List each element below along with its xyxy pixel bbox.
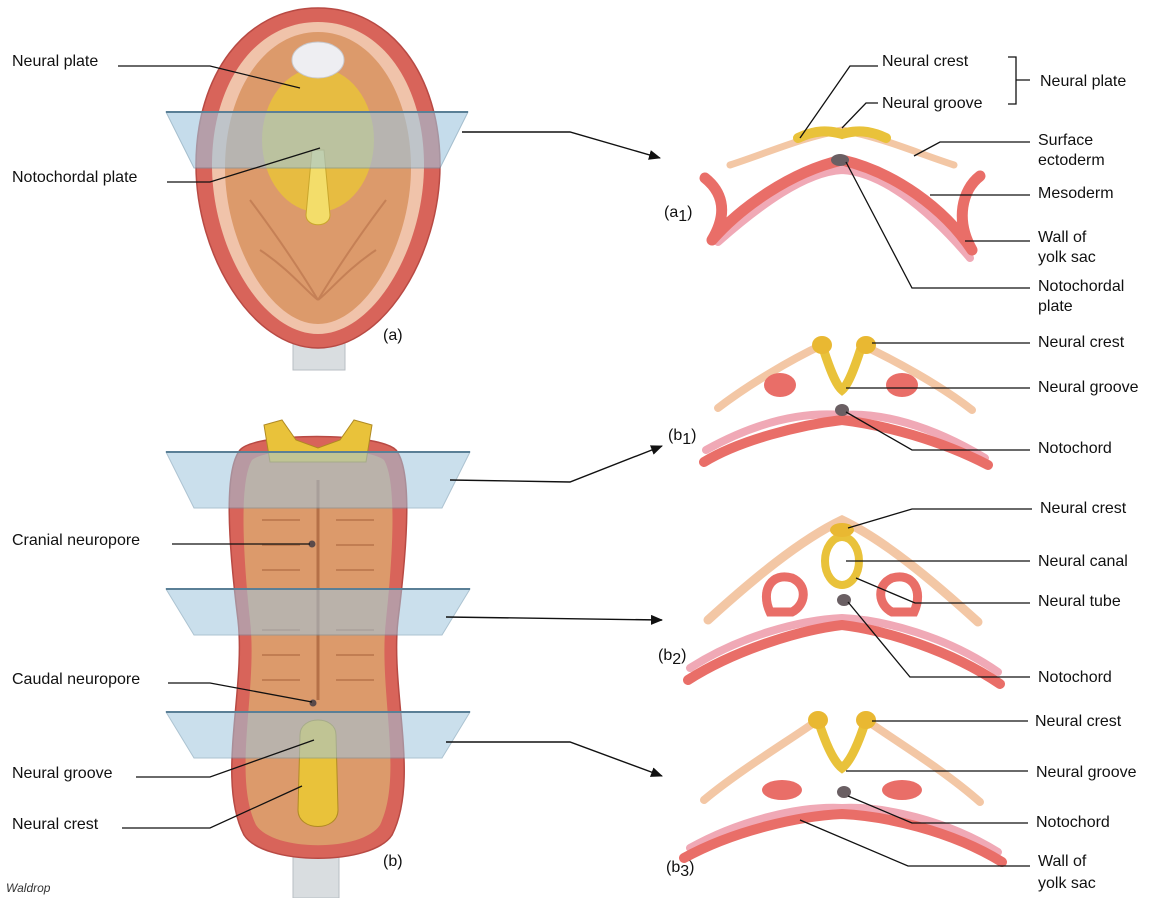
section-plane-b2 xyxy=(166,589,470,635)
embryo-b xyxy=(166,420,470,898)
a1-yolk-wall xyxy=(718,170,970,258)
embryo-a xyxy=(166,8,468,370)
b2-somite-left xyxy=(766,577,803,612)
a1-label-neural-crest: Neural crest xyxy=(882,53,969,70)
b2-label-neural-canal: Neural canal xyxy=(1038,553,1128,570)
section-b2 xyxy=(688,520,1000,684)
a1-label-neural-plate: Neural plate xyxy=(1040,73,1126,90)
b2-neural-crest xyxy=(830,523,854,537)
a1-label-notochordal-2: plate xyxy=(1038,298,1073,315)
b3-neural-crest-right xyxy=(856,711,876,729)
embryo-a-head-fold xyxy=(292,42,344,78)
section-a1 xyxy=(705,130,980,258)
b2-label-neural-tube: Neural tube xyxy=(1038,593,1121,610)
b2-label-neural-crest: Neural crest xyxy=(1040,500,1127,517)
b1-ectoderm xyxy=(718,345,972,410)
label-a-panel: (a) xyxy=(383,327,403,344)
a1-label-surface-2: ectoderm xyxy=(1038,152,1105,169)
section-plane-b3 xyxy=(166,712,470,758)
arrow-b1-to-b1section xyxy=(450,446,662,482)
b2-leader-neural-crest xyxy=(848,509,1032,528)
a1-panel-label: (a1) xyxy=(664,204,692,225)
label-b-panel: (b) xyxy=(383,853,403,870)
a1-leader-neural-groove xyxy=(842,103,878,128)
label-b-neural-crest: Neural crest xyxy=(12,816,99,833)
b1-label-notochord: Notochord xyxy=(1038,440,1112,457)
a1-neural-plate xyxy=(798,131,886,138)
a1-label-surface-1: Surface xyxy=(1038,132,1093,149)
b3-mesoderm-left xyxy=(762,780,802,800)
b3-mesoderm-right xyxy=(882,780,922,800)
b1-notochord xyxy=(835,404,849,416)
label-b-neural-groove: Neural groove xyxy=(12,765,113,782)
b3-neural-crest-left xyxy=(808,711,828,729)
arrow-b2-to-b2section xyxy=(446,617,662,620)
section-b3 xyxy=(684,711,1002,862)
b3-label-neural-crest: Neural crest xyxy=(1035,713,1122,730)
label-caudal-neuropore: Caudal neuropore xyxy=(12,671,140,688)
a1-label-neural-groove: Neural groove xyxy=(882,95,983,112)
b1-panel-label: (b1) xyxy=(668,427,696,448)
label-cranial-neuropore: Cranial neuropore xyxy=(12,532,140,549)
b1-label-neural-groove: Neural groove xyxy=(1038,379,1139,396)
a1-label-wall-1: Wall of xyxy=(1038,229,1087,246)
a1-label-wall-2: yolk sac xyxy=(1038,249,1096,266)
a1-notochordal-plate xyxy=(831,154,849,166)
a1-bracket-neural-plate xyxy=(1008,57,1030,104)
label-neural-plate: Neural plate xyxy=(12,53,98,70)
b2-somite-right xyxy=(881,577,918,612)
a1-label-notochordal-1: Notochordal xyxy=(1038,278,1124,295)
b2-panel-label: (b2) xyxy=(658,647,686,668)
arrow-b3-to-b3section xyxy=(446,742,662,776)
section-b1 xyxy=(704,336,988,465)
b1-neural-crest-right xyxy=(856,336,876,354)
b2-outer-layer xyxy=(688,625,1000,684)
b3-label-wall-1: Wall of xyxy=(1038,853,1087,870)
credit-waldrop: Waldrop xyxy=(6,881,51,895)
arrow-a-to-a1 xyxy=(462,132,660,158)
b3-label-notochord: Notochord xyxy=(1036,814,1110,831)
b3-neural-folds xyxy=(818,720,866,768)
b1-label-neural-crest: Neural crest xyxy=(1038,334,1125,351)
b3-label-wall-2: yolk sac xyxy=(1038,875,1096,892)
b1-mesoderm-right xyxy=(886,373,918,397)
b1-neural-crest-left xyxy=(812,336,832,354)
a1-label-mesoderm: Mesoderm xyxy=(1038,185,1114,202)
b2-notochord xyxy=(837,594,851,606)
section-plane-a xyxy=(166,112,468,168)
caudal-neuropore-mark xyxy=(310,700,317,707)
b3-label-neural-groove: Neural groove xyxy=(1036,764,1137,781)
b3-panel-label: (b3) xyxy=(666,859,694,880)
b1-mesoderm-left xyxy=(764,373,796,397)
section-plane-b1 xyxy=(166,452,470,508)
label-notochordal-plate: Notochordal plate xyxy=(12,169,138,186)
b2-label-notochord: Notochord xyxy=(1038,669,1112,686)
